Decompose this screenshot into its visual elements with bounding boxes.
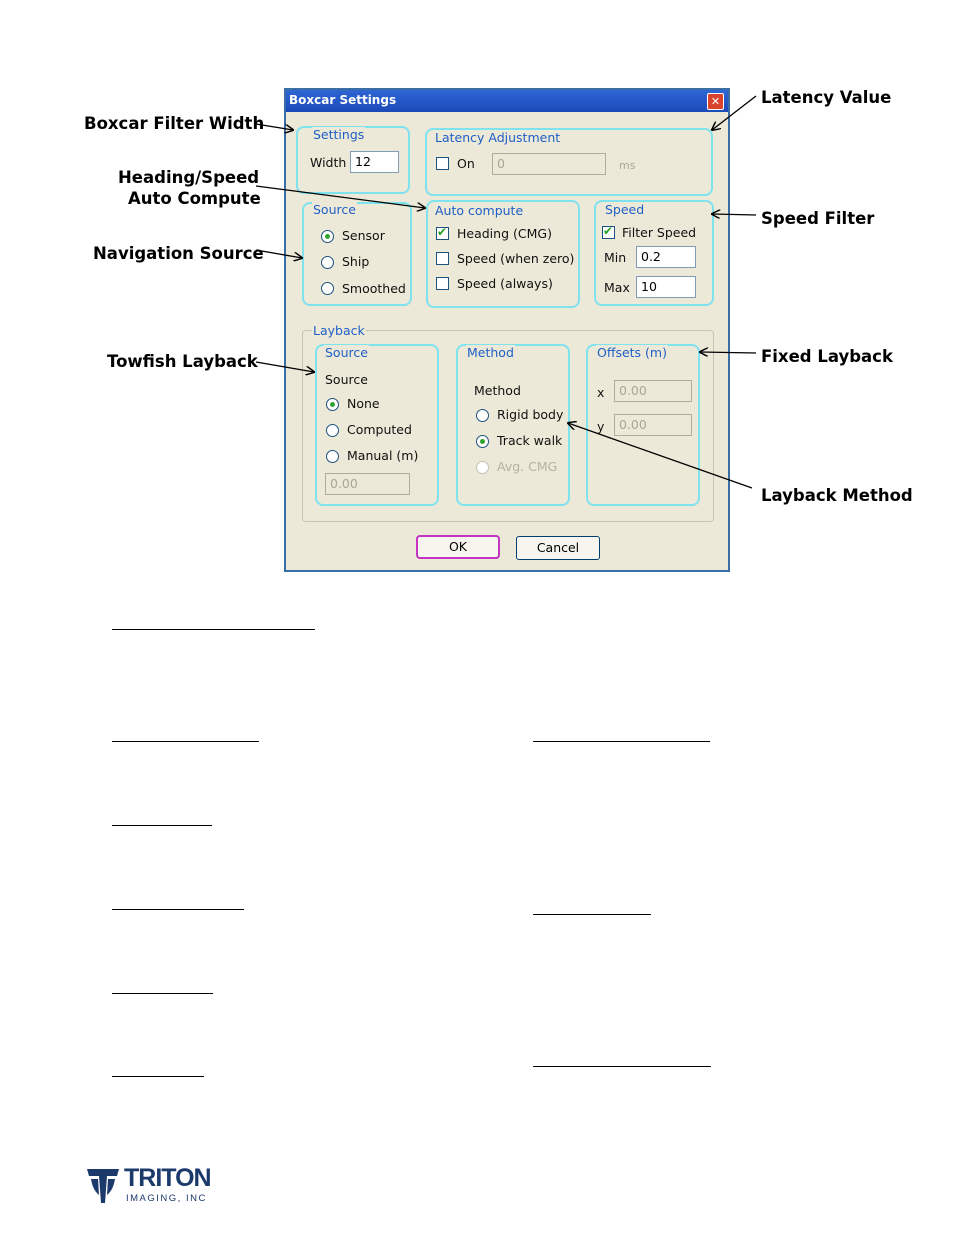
source-ship-label: Ship [342, 254, 370, 269]
offset-y-input[interactable]: 0.00 [614, 414, 692, 436]
speed-max-label: Max [604, 280, 630, 295]
latency-on-checkbox[interactable] [436, 157, 449, 170]
settings-group-label: Settings [312, 127, 366, 142]
logo-name: TRITON [124, 1164, 212, 1192]
callout-heading-speed-line1: Heading/Speed [118, 168, 260, 187]
speed-when-zero-checkbox[interactable] [436, 252, 449, 265]
auto-compute-group [426, 200, 580, 308]
layback-computed-label: Computed [347, 422, 412, 437]
source-sensor-label: Sensor [342, 228, 385, 243]
triton-logo-icon [87, 1169, 119, 1203]
callout-towfish-layback: Towfish Layback [107, 352, 258, 371]
method-avg-cmg-label: Avg. CMG [497, 459, 558, 474]
arrow-speed-filter [712, 214, 757, 215]
method-track-walk-label: Track walk [497, 433, 563, 448]
heading-rule-7 [112, 993, 213, 994]
layback-source-inner-label: Source [325, 372, 368, 387]
offset-x-input[interactable]: 0.00 [614, 380, 692, 402]
layback-none-radio[interactable] [326, 398, 339, 411]
layback-source-group [315, 344, 439, 506]
latency-group [425, 128, 713, 196]
arrow-layback-method [568, 423, 753, 489]
speed-when-zero-label: Speed (when zero) [457, 251, 575, 266]
latency-unit: ms [619, 159, 636, 172]
offset-x-label: x [597, 385, 605, 400]
layback-group-label: Layback [312, 323, 366, 338]
heading-rule-3 [533, 741, 710, 742]
arrow-fixed-layback [700, 352, 757, 353]
arrow-boxcar-filter-width [255, 123, 293, 130]
callout-navigation-source: Navigation Source [93, 244, 264, 263]
callout-latency-value: Latency Value [761, 88, 892, 107]
layback-source-group-label: Source [324, 345, 369, 360]
title-bar[interactable]: Boxcar Settings ✕ [286, 90, 728, 112]
filter-speed-label: Filter Speed [622, 225, 697, 240]
speed-group-label: Speed [604, 202, 646, 217]
speed-group [594, 200, 714, 306]
layback-offsets-group-label: Offsets (m) [596, 345, 668, 360]
layback-computed-radio[interactable] [326, 424, 339, 437]
heading-cmg-checkbox[interactable]: ✔ [436, 225, 449, 240]
method-rigid-body-radio[interactable] [476, 409, 489, 422]
method-avg-cmg-radio[interactable] [476, 461, 489, 474]
arrow-navigation-source [255, 249, 302, 258]
source-smoothed-label: Smoothed [342, 281, 406, 296]
speed-always-checkbox[interactable] [436, 277, 449, 290]
cancel-button[interactable]: Cancel [516, 536, 600, 560]
callout-boxcar-filter-width: Boxcar Filter Width [84, 114, 265, 133]
callout-fixed-layback: Fixed Layback [761, 347, 893, 366]
layback-group [302, 330, 714, 522]
heading-rule-1 [112, 629, 315, 630]
triton-logo: TRITON IMAGING, INC [86, 1164, 216, 1207]
heading-rule-2 [112, 741, 259, 742]
close-icon[interactable]: ✕ [707, 93, 724, 110]
auto-compute-group-label: Auto compute [434, 203, 525, 218]
layback-method-group-label: Method [466, 345, 515, 360]
heading-rule-5 [112, 909, 244, 910]
latency-on-label: On [457, 156, 475, 171]
layback-manual-input[interactable]: 0.00 [325, 473, 410, 495]
ok-button[interactable]: OK [416, 535, 500, 559]
method-track-walk-radio[interactable] [476, 435, 489, 448]
layback-method-inner-label: Method [474, 383, 521, 398]
layback-manual-label: Manual (m) [347, 448, 419, 463]
offset-y-label: y [597, 419, 605, 434]
speed-min-label: Min [604, 250, 627, 265]
method-rigid-body-label: Rigid body [497, 407, 564, 422]
source-group-label: Source [312, 202, 357, 217]
callout-arrows [255, 95, 757, 489]
source-sensor-radio[interactable] [321, 230, 334, 243]
heading-rule-6 [533, 914, 651, 915]
source-smoothed-radio[interactable] [321, 282, 334, 295]
heading-cmg-label: Heading (CMG) [457, 226, 552, 241]
logo-subtitle: IMAGING, INC [126, 1193, 207, 1204]
width-label: Width [310, 155, 347, 170]
layback-manual-radio[interactable] [326, 450, 339, 463]
dialog-title: Boxcar Settings [289, 93, 397, 107]
speed-max-input[interactable]: 10 [636, 276, 696, 298]
callout-speed-filter: Speed Filter [761, 209, 875, 228]
heading-rule-4 [112, 825, 212, 826]
arrow-latency-value [712, 95, 757, 130]
callout-heading-speed-line2: Auto Compute [128, 189, 261, 208]
arrow-towfish-layback [255, 361, 314, 372]
filter-speed-checkbox[interactable]: ✔ [602, 224, 615, 239]
width-input[interactable]: 12 [350, 151, 399, 173]
speed-min-input[interactable]: 0.2 [636, 246, 696, 268]
heading-rule-9 [112, 1076, 204, 1077]
latency-group-label: Latency Adjustment [434, 130, 562, 145]
callout-layback-method: Layback Method [761, 486, 913, 505]
boxcar-settings-dialog: Boxcar Settings ✕ Settings Width 12 Late… [284, 88, 730, 572]
speed-always-label: Speed (always) [457, 276, 553, 291]
latency-value-input[interactable]: 0 [492, 153, 606, 175]
source-ship-radio[interactable] [321, 256, 334, 269]
heading-rule-8 [533, 1066, 711, 1067]
arrow-heading-speed [255, 185, 425, 208]
layback-none-label: None [347, 396, 380, 411]
